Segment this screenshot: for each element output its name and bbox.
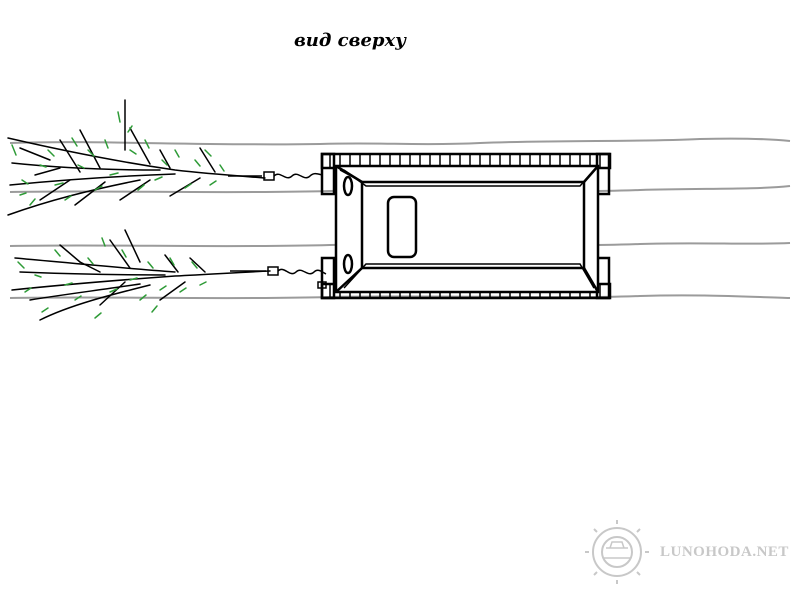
diagram-title: вид сверху [293, 30, 406, 51]
chain-icon [228, 171, 323, 181]
upper-tree [7, 99, 323, 216]
rut-line-1 [9, 137, 791, 146]
watermark-text: LUNOHODA.NET [660, 544, 789, 560]
lower-tree [11, 229, 327, 321]
chain-icon [230, 266, 327, 289]
gear-logo-icon [585, 520, 649, 584]
headlight-upper [342, 175, 354, 197]
upper-track [320, 152, 612, 196]
hull [334, 164, 600, 294]
hatch [386, 195, 418, 259]
tracked-vehicle [320, 152, 612, 300]
headlight-lower [342, 253, 354, 275]
rut-line-4 [9, 294, 791, 300]
